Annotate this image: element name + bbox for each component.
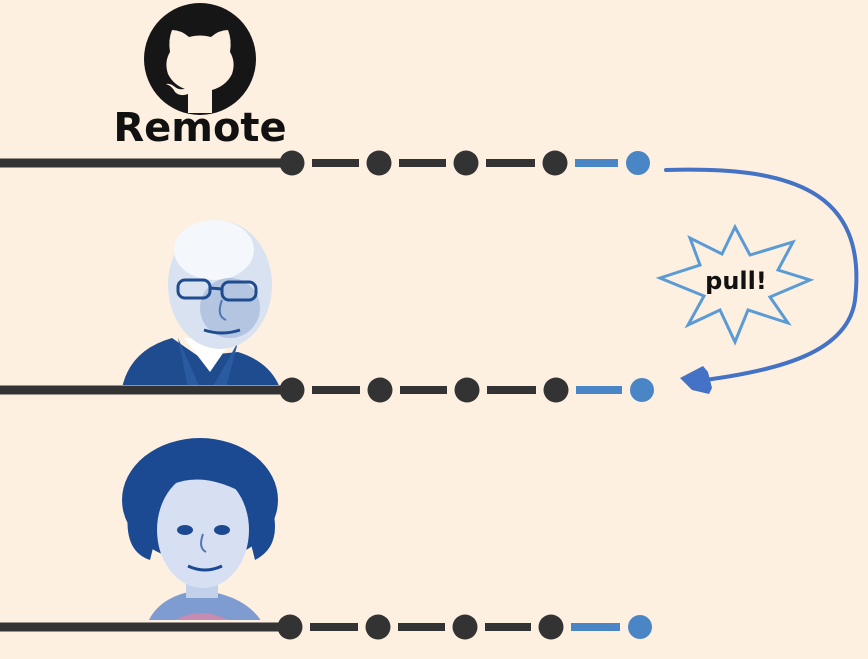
- new-commit-dot: [626, 151, 650, 175]
- older-man-with-glasses-portrait: [122, 220, 279, 385]
- branch-developer-2: [0, 614, 652, 640]
- burst-shape: [655, 223, 815, 346]
- branch-remote: [0, 150, 650, 176]
- commit-dot: [279, 150, 305, 176]
- branch-developer-1: [0, 377, 654, 403]
- pull-arrow-curve: [664, 167, 859, 382]
- commit-dot: [452, 614, 478, 640]
- commit-dot: [365, 614, 391, 640]
- new-commit-dot: [628, 615, 652, 639]
- commit-dot: [279, 377, 305, 403]
- branches-layer: [0, 150, 654, 640]
- commit-dot: [543, 377, 569, 403]
- commit-dot: [277, 614, 303, 640]
- commit-dot: [538, 614, 564, 640]
- pull-arrow-head: [680, 366, 712, 394]
- commit-dot: [367, 377, 393, 403]
- remote-label: Remote: [113, 105, 286, 151]
- woman-with-short-hair-portrait: [122, 438, 278, 620]
- pull-label: pull!: [705, 267, 767, 295]
- github-octocat-icon: [144, 3, 256, 115]
- commit-dot: [366, 150, 392, 176]
- pull-arrow: [664, 167, 859, 394]
- pull-burst: pull!: [655, 223, 815, 346]
- new-commit-dot: [630, 378, 654, 402]
- commit-dot: [454, 377, 480, 403]
- commit-dot: [453, 150, 479, 176]
- commit-dot: [542, 150, 568, 176]
